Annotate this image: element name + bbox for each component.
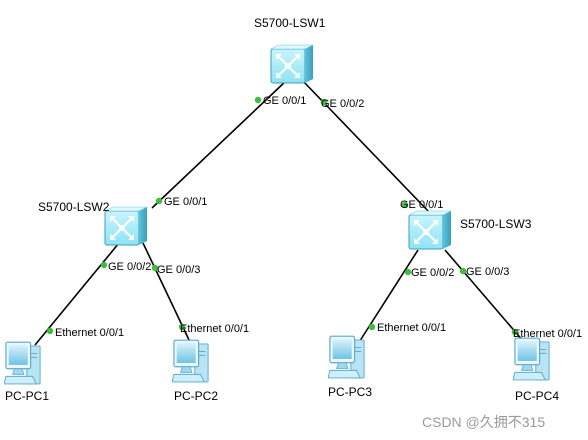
- port-label: GE 0/0/3: [466, 266, 509, 278]
- watermark: CSDN @久拥不315: [422, 414, 545, 430]
- pc-pc1[interactable]: PC-PC1: [4, 341, 49, 403]
- switch-icon: [408, 210, 452, 250]
- port-dot: [459, 267, 467, 275]
- port-dot: [511, 328, 519, 336]
- switch-icon: [104, 206, 148, 246]
- port-dot: [320, 98, 328, 106]
- port-label: GE 0/0/2: [321, 98, 364, 110]
- port-dot: [404, 268, 412, 276]
- pc-label: PC-PC2: [174, 389, 218, 403]
- port-dot: [368, 323, 376, 331]
- pc-label: PC-PC4: [515, 389, 559, 403]
- pc-icon: [172, 339, 209, 383]
- port-dot: [46, 327, 54, 335]
- pc-pc3[interactable]: PC-PC3: [328, 335, 372, 399]
- port-label: GE 0/0/1: [164, 196, 207, 208]
- switch-lsw2[interactable]: S5700-LSW2: [38, 200, 148, 246]
- pc-icon: [513, 337, 550, 381]
- port-label: GE 0/0/3: [157, 264, 200, 276]
- switch-lsw3[interactable]: S5700-LSW3: [408, 210, 532, 250]
- port-dot: [155, 197, 163, 205]
- port-dot: [401, 201, 409, 209]
- port-dot: [254, 96, 262, 104]
- link-lsw3-pc3[interactable]: [355, 249, 419, 348]
- port-label: GE 0/0/1: [400, 199, 443, 211]
- switch-icon: [270, 44, 314, 84]
- pc-icon: [4, 341, 41, 385]
- port-label: Ethernet 0/0/1: [55, 327, 124, 339]
- port-labels: GE 0/0/1 GE 0/0/1 GE 0/0/2 GE 0/0/1 GE 0…: [55, 95, 582, 340]
- pc-pc2[interactable]: PC-PC2: [172, 339, 218, 403]
- switch-label: S5700-LSW2: [38, 200, 110, 214]
- port-label: Ethernet 0/0/1: [180, 323, 249, 335]
- pc-label: PC-PC3: [328, 385, 372, 399]
- pc-icon: [328, 335, 365, 379]
- port-label: GE 0/0/2: [411, 267, 454, 279]
- link-lsw1-lsw2[interactable]: [151, 79, 288, 209]
- port-label: Ethernet 0/0/1: [377, 322, 446, 334]
- pc-label: PC-PC1: [5, 389, 49, 403]
- port-dots: [46, 96, 519, 336]
- switch-label: S5700-LSW1: [254, 16, 326, 30]
- switch-label: S5700-LSW3: [460, 217, 532, 231]
- port-dot: [151, 264, 159, 272]
- port-dot: [178, 323, 186, 331]
- port-dot: [100, 261, 108, 269]
- switch-lsw1[interactable]: S5700-LSW1: [254, 16, 326, 84]
- port-label: GE 0/0/2: [108, 261, 151, 273]
- port-label: GE 0/0/1: [263, 95, 306, 107]
- pc-pc4[interactable]: PC-PC4: [513, 337, 559, 403]
- port-label: Ethernet 0/0/1: [513, 328, 582, 340]
